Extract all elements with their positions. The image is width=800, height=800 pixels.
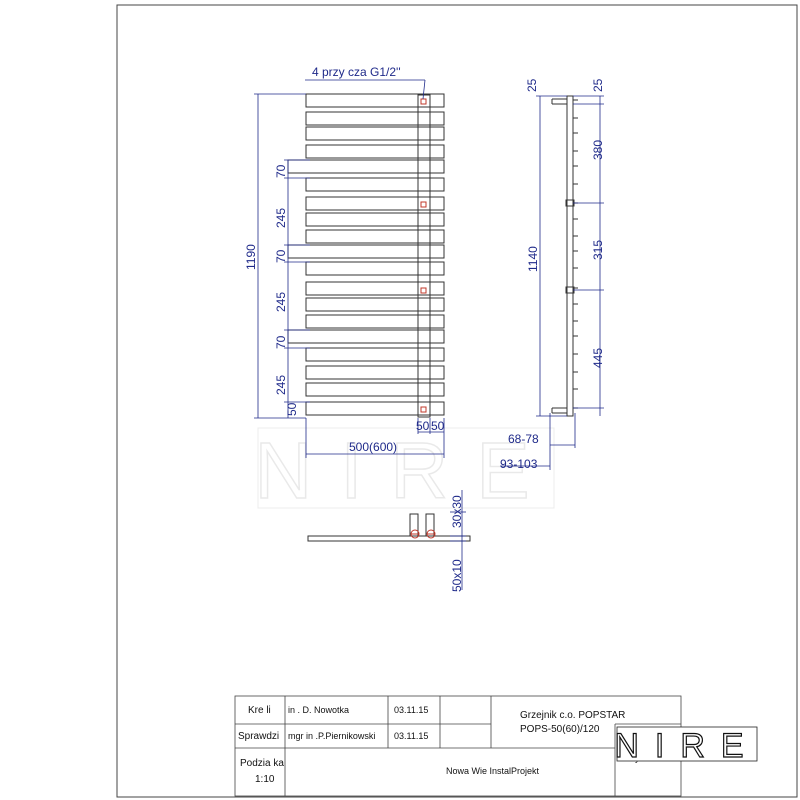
drawn-by-label: Kre li (248, 705, 271, 716)
checked-by-label: Sprawdzi (238, 731, 279, 742)
valve-markers (420, 98, 427, 413)
radiator-bar (305, 212, 445, 227)
collector (417, 94, 431, 418)
drawn-by-name: in . D. Nowotka (288, 705, 349, 715)
radiator-bar (287, 159, 445, 174)
side-dimension-lines (500, 95, 604, 470)
radiator-bar (305, 297, 445, 312)
side-view (551, 95, 578, 417)
connection-label: 4 przy cza G1/2'' (312, 65, 401, 79)
scale-value: 1:10 (255, 774, 275, 785)
spacing-label: 70 (274, 164, 288, 178)
spacing-label: 50 (285, 402, 299, 416)
depth-label: 68-78 (508, 432, 539, 446)
depth-label: 93-103 (500, 457, 538, 471)
radiator-bar (305, 261, 445, 276)
side-total-label: 1140 (526, 246, 540, 272)
section-plate (307, 535, 471, 542)
radiator-bar (305, 314, 445, 329)
radiator-bars (287, 93, 445, 416)
product-code: POPS-50(60)/120 (520, 724, 600, 735)
radiator-bar (305, 196, 445, 211)
spacing-label: 245 (274, 292, 288, 312)
pipe-offset-label: 50 (416, 419, 430, 433)
radiator-bar (305, 401, 445, 416)
radiator-bar (305, 111, 445, 126)
valve-marker (420, 287, 427, 294)
spacing-label: 245 (274, 208, 288, 228)
side-segment-label: 380 (591, 140, 605, 160)
side-segment-label: 315 (591, 240, 605, 260)
side-segment-label: 445 (591, 348, 605, 368)
side-bar-ticks (573, 99, 578, 409)
spacing-label: 70 (274, 335, 288, 349)
company-name: Nowa Wie InstalProjekt (446, 766, 540, 776)
side-collector (566, 95, 574, 417)
section-pipe (425, 513, 435, 537)
radiator-bar (305, 93, 445, 108)
radiator-bar (305, 347, 445, 362)
front-height-label: 1190 (244, 244, 258, 270)
spacing-label: 245 (274, 375, 288, 395)
watermark: NIRE (254, 425, 557, 516)
valve-marker (420, 406, 427, 413)
watermark-text: NIRE (254, 426, 557, 515)
height-dimension (254, 93, 306, 419)
section-view (307, 513, 471, 542)
title-block (234, 695, 682, 797)
company-logo: NIRE (614, 726, 759, 766)
valve-marker (420, 201, 427, 208)
spacing-label: 70 (274, 249, 288, 263)
front-view (287, 93, 445, 418)
scale-label: Podzia ka (240, 758, 284, 769)
valve-marker (420, 98, 427, 105)
drawn-date: 03.11.15 (394, 705, 428, 715)
side-top-left-label: 25 (525, 78, 539, 92)
section-dimension-lines (450, 490, 466, 590)
side-top-right-label: 25 (591, 78, 605, 92)
radiator-bar (305, 144, 445, 159)
width-dimension (305, 418, 445, 458)
radiator-bar (287, 244, 445, 259)
pipe-offset-label: 50 (431, 419, 445, 433)
radiator-bar (305, 177, 445, 192)
section-valves (410, 529, 436, 539)
front-width-label: 500(600) (349, 440, 397, 454)
radiator-bar (305, 126, 445, 141)
radiator-bar (305, 281, 445, 296)
checked-date: 03.11.15 (394, 731, 428, 741)
logo-text: NIRE (614, 727, 759, 765)
radiator-bar (305, 382, 445, 397)
spacing-dimension (284, 159, 310, 418)
checked-by-name: mgr in .P.Piernikowski (288, 731, 375, 741)
connection-leader-arrow (422, 79, 426, 100)
radiator-bar (305, 229, 445, 244)
radiator-bar (287, 329, 445, 344)
section-pipe (409, 513, 419, 537)
profile-label: 50x10 (450, 559, 464, 592)
profile-label: 30x30 (450, 495, 464, 528)
sheet-border (116, 4, 798, 798)
product-name: Grzejnik c.o. POPSTAR (520, 710, 625, 721)
radiator-bar (305, 365, 445, 380)
